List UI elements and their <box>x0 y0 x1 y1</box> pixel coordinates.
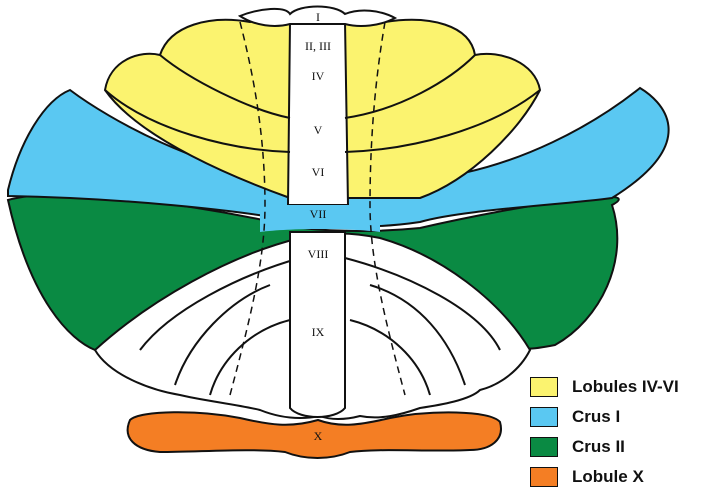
lobule-label-viii: VIII <box>308 247 329 261</box>
lobule-i-cap <box>237 5 398 27</box>
legend-swatch <box>530 407 558 427</box>
legend: Lobules IV-VI Crus I Crus II Lobule X <box>530 372 706 492</box>
lobule-x-region <box>126 411 502 459</box>
legend-swatch <box>530 377 558 397</box>
lobule-label-i: I <box>316 10 320 24</box>
lobule-vii-band <box>260 205 380 232</box>
lobule-label-ii-iii: II, III <box>305 39 331 53</box>
legend-item: Lobules IV-VI <box>530 372 706 402</box>
legend-label: Lobule X <box>572 467 644 486</box>
lobule-label-iv: IV <box>312 69 325 83</box>
lobule-label-ix: IX <box>312 325 325 339</box>
vermis-column-lower <box>289 231 346 418</box>
legend-item: Lobule X <box>530 462 706 492</box>
paramedian-dashed-line <box>229 21 266 396</box>
fissure-line <box>159 54 476 119</box>
legend-swatch <box>530 467 558 487</box>
fissure-line <box>174 284 466 386</box>
lobule-label-vi: VI <box>312 165 325 179</box>
legend-label: Crus II <box>572 437 625 456</box>
fissure-line <box>104 89 541 153</box>
legend-item: Crus I <box>530 402 706 432</box>
fissure-line <box>209 319 431 396</box>
legend-label: Crus I <box>572 407 621 426</box>
lobule-label-x: X <box>314 429 323 443</box>
lobule-label-v: V <box>314 123 323 137</box>
legend-label: Lobules IV-VI <box>572 377 679 396</box>
legend-swatch <box>530 437 558 457</box>
paramedian-dashed-line <box>369 21 406 396</box>
lobule-label-vii: VII <box>310 207 327 221</box>
legend-item: Crus II <box>530 432 706 462</box>
fissure-line <box>139 257 501 351</box>
